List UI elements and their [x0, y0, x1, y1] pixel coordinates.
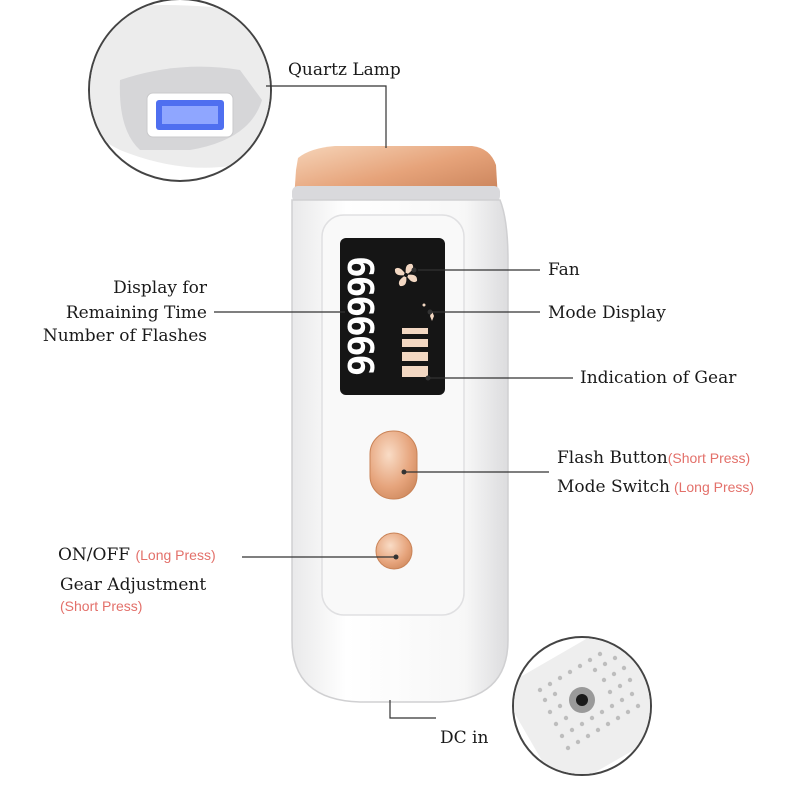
leader-dc-in	[389, 700, 436, 719]
label-gear-adjustment: Gear Adjustment	[60, 575, 207, 595]
quartz-lamp-inset	[88, 0, 272, 182]
mode-switch-note: (Long Press)	[673, 479, 755, 495]
label-indication-of-gear: Indication of Gear	[580, 368, 737, 388]
label-quartz-lamp: Quartz Lamp	[288, 60, 401, 80]
label-display-line1: Display for	[113, 278, 207, 298]
on-off-note: (Long Press)	[135, 547, 216, 563]
gear-level-bars	[402, 328, 428, 377]
label-mode-display: Mode Display	[548, 303, 666, 323]
head-band	[292, 186, 500, 202]
label-flash-button: Flash Button(Short Press)	[557, 450, 750, 467]
lcd-readout-text: 666666	[339, 256, 380, 375]
label-fan: Fan	[548, 260, 580, 280]
leader-lines	[214, 85, 573, 719]
label-mode-switch: Mode Switch(Long Press)	[557, 479, 754, 496]
label-display-line2: Remaining Time	[65, 303, 207, 323]
dc-in-inset	[512, 636, 652, 776]
power-button	[375, 532, 413, 570]
vent-holes	[537, 651, 641, 751]
label-on-off: ON/OFF (Long Press)	[58, 547, 216, 564]
fan-icon	[394, 263, 418, 287]
on-off-text: ON/OFF	[58, 545, 131, 565]
flash-button	[369, 430, 418, 500]
flash-button-text: Flash Button	[557, 448, 668, 468]
label-display-line3: Number of Flashes	[42, 326, 207, 346]
label-gear-adjustment-note: (Short Press)	[60, 598, 143, 614]
lcd-readout: 666666	[339, 250, 380, 390]
leader-quartz-lamp	[266, 85, 387, 148]
label-dc-in: DC in	[440, 728, 489, 748]
mode-switch-text: Mode Switch	[557, 477, 670, 497]
flash-button-note: (Short Press)	[667, 450, 751, 466]
